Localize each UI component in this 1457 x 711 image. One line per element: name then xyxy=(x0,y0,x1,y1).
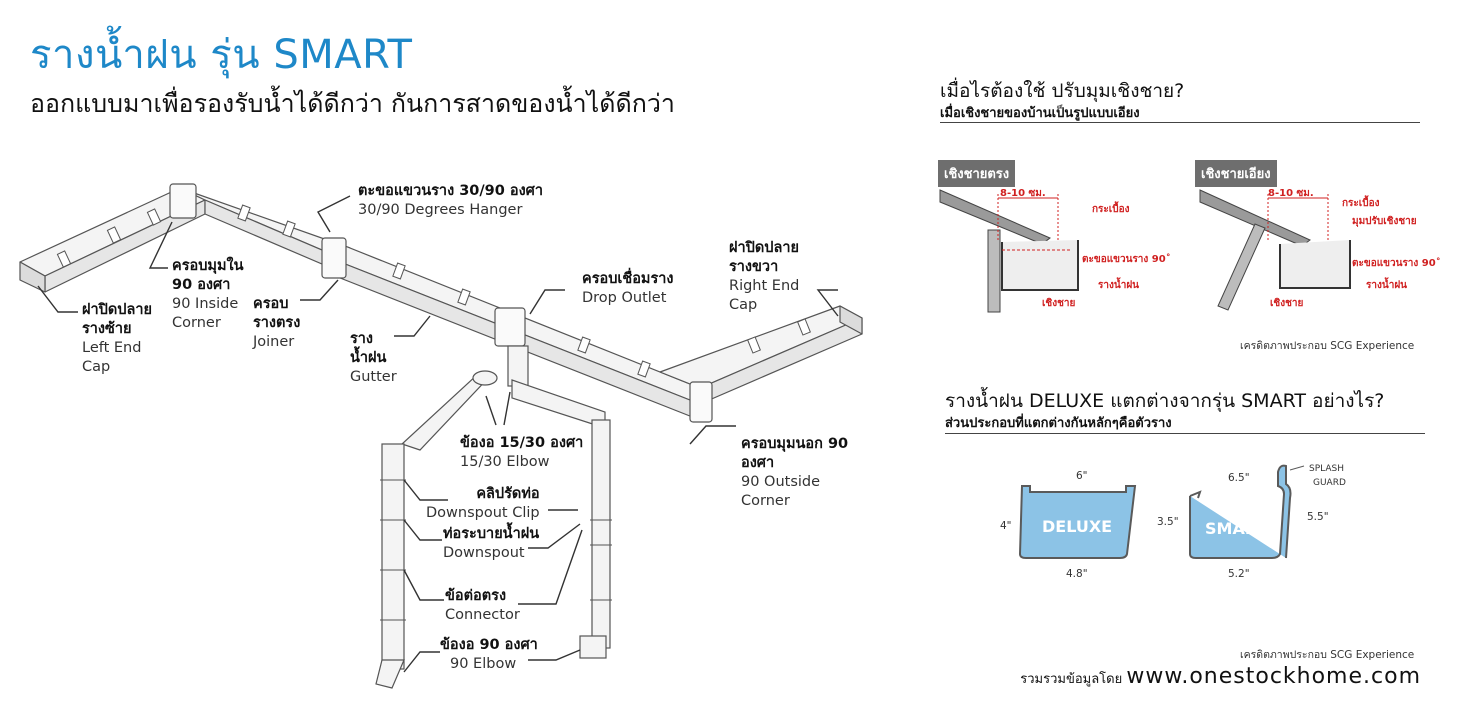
compare-divider xyxy=(945,433,1425,434)
fascia-illustrations xyxy=(939,189,1351,313)
leader-downspout xyxy=(403,519,442,541)
smart-profile xyxy=(1189,464,1292,559)
smart-top-dim: 6.5" xyxy=(1228,472,1250,484)
leader-elbow-90 xyxy=(403,651,440,673)
smart-height-right-dim: 5.5" xyxy=(1307,511,1329,523)
label-downspout-clip: คลิปรัดท่อ Downspout Clip xyxy=(426,486,540,521)
inside-corner-shape xyxy=(169,183,197,219)
adjust-credit: เครดิตภาพประกอบ SCG Experience xyxy=(1240,340,1415,352)
collected-by-label: รวมรวมข้อมูลโดย xyxy=(1020,672,1123,687)
label-outside-corner: ครอบมุมนอก 90 องศา 90 Outside Corner xyxy=(741,436,849,509)
slanted-fascia-board xyxy=(1217,223,1266,311)
right-end-cap-shape xyxy=(839,305,863,335)
leader-downspout-right xyxy=(528,523,581,549)
label-connector: ข้อต่อตรง Connector xyxy=(445,588,520,623)
leader-inside-corner xyxy=(148,221,173,269)
slanted-dim-label: 8-10 ซม. xyxy=(1268,188,1314,199)
label-inside-corner: ครอบมุมใน 90 องศา 90 Inside Corner xyxy=(172,258,244,331)
label-elbow-90: ข้องอ 90 องศา 90 Elbow xyxy=(440,637,538,672)
leader-gutter xyxy=(394,315,431,337)
splash-guard-label-2: GUARD xyxy=(1313,478,1346,488)
drop-outlet-shape xyxy=(494,307,526,347)
leader-connector-right xyxy=(518,529,583,605)
adjust-subheading: เมื่อเชิงชายของบ้านเป็นรูปแบบเอียง xyxy=(940,106,1140,121)
label-hanger: ตะขอแขวนราง 30/90 องศา 30/90 Degrees Han… xyxy=(358,183,544,218)
leader-drop-outlet xyxy=(529,289,565,315)
label-drop-outlet: ครอบเชื่อมราง Drop Outlet xyxy=(582,271,674,306)
leader-connector xyxy=(403,569,444,601)
straight-fascia-label: เชิงชาย xyxy=(1042,298,1076,309)
compare-subheading: ส่วนประกอบที่แตกต่างกันหลักๆคือตัวราง xyxy=(945,416,1172,431)
leader-right-end-cap xyxy=(816,289,839,317)
smart-height-left-dim: 3.5" xyxy=(1157,516,1179,528)
joiner-shape xyxy=(321,237,347,279)
offset-pipe xyxy=(511,379,606,429)
leader-downspout-clip xyxy=(403,479,448,501)
slanted-fascia-illustration xyxy=(1199,189,1351,311)
elbow-90-left-shape xyxy=(375,659,405,689)
label-downspout: ท่อระบายน้ำฝน Downspout xyxy=(443,526,540,561)
straight-gutter-label: รางน้ำฝน xyxy=(1098,280,1140,291)
label-gutter: ราง น้ำฝน Gutter xyxy=(350,331,397,385)
leader-outside-corner xyxy=(689,425,736,445)
leader-left-end-cap xyxy=(37,285,78,313)
smart-bottom-dim: 5.2" xyxy=(1228,568,1250,580)
straight-fascia-illustration xyxy=(939,189,1079,313)
leader-joiner xyxy=(300,279,339,301)
leader-elbow-1530-a xyxy=(485,395,497,426)
label-elbow-1530: ข้องอ 15/30 องศา 15/30 Elbow xyxy=(460,435,584,470)
leader-elbow-90-right xyxy=(528,649,581,661)
outlet-drop-pipe xyxy=(507,345,529,387)
label-left-end-cap: ฝาปิดปลาย รางซ้าย Left End Cap xyxy=(82,302,152,375)
elbow-90-right-shape xyxy=(579,635,607,659)
adjust-divider xyxy=(940,122,1420,123)
slanted-hanger-label: ตะขอแขวนราง 90˚ xyxy=(1352,258,1441,269)
compare-heading: รางน้ำฝน DELUXE แตกต่างจากรุ่น SMART อย่… xyxy=(945,390,1385,412)
straight-fascia-board xyxy=(987,229,1001,313)
deluxe-height-dim: 4" xyxy=(1000,520,1012,532)
slanted-fascia-tag: เชิงชายเอียง xyxy=(1195,160,1277,187)
splash-guard-label-1: SPLASH xyxy=(1309,464,1344,474)
deluxe-profile xyxy=(1018,485,1137,559)
profile-comparison xyxy=(1018,464,1305,559)
leader-elbow-1530-b xyxy=(503,391,511,426)
straight-hanger-label: ตะขอแขวนราง 90˚ xyxy=(1082,254,1171,265)
source-credit: รวมรวมข้อมูลโดย www.onestockhome.com xyxy=(1020,664,1421,689)
leader-hanger xyxy=(317,195,351,233)
left-end-cap-shape xyxy=(19,261,46,293)
downspout-right xyxy=(591,419,611,649)
website-url[interactable]: www.onestockhome.com xyxy=(1126,664,1421,689)
page-subtitle: ออกแบบมาเพื่อรองรับน้ำได้ดีกว่า กันการสา… xyxy=(30,89,675,118)
smart-name: SMART xyxy=(1205,519,1268,538)
label-right-end-cap: ฝาปิดปลาย รางขวา Right End Cap xyxy=(729,240,800,313)
slanted-fascia-label: เชิงชาย xyxy=(1270,298,1304,309)
deluxe-bottom-dim: 4.8" xyxy=(1066,568,1088,580)
slanted-gutter-label: รางน้ำฝน xyxy=(1366,280,1408,291)
deluxe-name: DELUXE xyxy=(1042,517,1113,536)
downspout-left xyxy=(381,443,405,670)
straight-gutter-profile xyxy=(1001,240,1079,291)
straight-fascia-tag: เชิงชายตรง xyxy=(938,160,1016,187)
slanted-tile-label: กระเบื้อง xyxy=(1342,198,1380,209)
slanted-adjuster-label: มุมปรับเชิงชาย xyxy=(1352,216,1417,227)
deluxe-top-dim: 6" xyxy=(1076,470,1088,482)
straight-dim-label: 8-10 ซม. xyxy=(1000,188,1046,199)
outside-corner-shape xyxy=(689,381,713,423)
straight-tile-label: กระเบื้อง xyxy=(1092,204,1130,215)
label-joiner: ครอบ รางตรง Joiner xyxy=(253,296,301,350)
adjust-heading: เมื่อไรต้องใช้ ปรับมุมเชิงชาย? xyxy=(940,80,1185,102)
compare-credit: เครดิตภาพประกอบ SCG Experience xyxy=(1240,649,1415,661)
page-title: รางน้ำฝน รุ่น SMART xyxy=(30,32,413,78)
slanted-gutter-profile xyxy=(1279,240,1351,289)
